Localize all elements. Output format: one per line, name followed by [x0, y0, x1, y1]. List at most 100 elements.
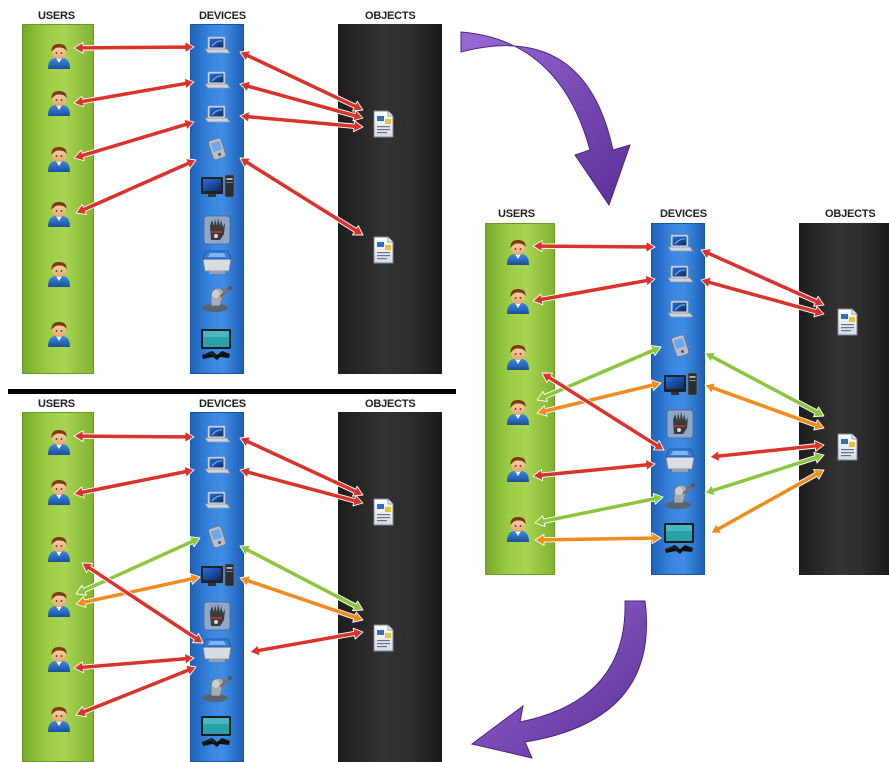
arrow: [75, 536, 201, 596]
user-icon: [48, 44, 70, 69]
users-header: USERS: [498, 208, 535, 220]
arrow: [239, 157, 364, 236]
arrow: [75, 664, 197, 718]
laptop-icon: [204, 105, 231, 123]
users-column: [22, 24, 94, 374]
arrow: [239, 80, 364, 122]
objects-header: OBJECTS: [365, 398, 416, 410]
document-icon: [373, 624, 394, 652]
document-icon: [837, 308, 858, 336]
user-icon: [48, 430, 70, 455]
objects-header: OBJECTS: [825, 208, 876, 220]
devices-header: DEVICES: [199, 398, 246, 410]
user-icon: [48, 592, 70, 617]
document-icon: [373, 110, 394, 138]
arrow: [534, 492, 664, 528]
user-icon: [48, 91, 70, 116]
users-header: USERS: [38, 398, 75, 410]
user-icon: [507, 457, 529, 482]
arrow: [704, 382, 825, 431]
arrow: [532, 240, 656, 253]
haptic-device-icon: [200, 284, 234, 314]
laptop-icon: [204, 425, 231, 443]
pda-icon: [207, 136, 227, 161]
arrow: [75, 573, 201, 608]
user-icon: [507, 400, 529, 425]
laptop-icon: [204, 36, 231, 54]
arrow: [536, 379, 662, 417]
arrow: [239, 466, 364, 507]
desktop-pc-icon: [200, 174, 235, 198]
arrow: [73, 77, 195, 108]
user-icon: [48, 322, 70, 347]
data-glove-icon: [203, 601, 231, 631]
desktop-pc-icon: [663, 372, 698, 396]
pda-icon: [670, 333, 690, 358]
document-icon: [837, 433, 858, 461]
user-icon: [48, 262, 70, 287]
arrow: [536, 345, 662, 402]
arrow: [239, 436, 364, 497]
objects-column: [799, 223, 889, 575]
document-icon: [373, 498, 394, 526]
data-glove-icon: [666, 409, 694, 439]
devices-header: DEVICES: [199, 10, 246, 22]
divider: [8, 389, 456, 394]
user-icon: [507, 289, 529, 314]
3d-display-icon: [663, 522, 695, 555]
arrow: [534, 532, 662, 546]
3d-display-icon: [200, 328, 232, 361]
arrow: [75, 158, 197, 215]
haptic-device-icon: [200, 674, 234, 704]
flow-arrow-down-left: [470, 600, 647, 759]
laptop-icon: [204, 456, 231, 474]
user-icon: [507, 517, 529, 542]
arrow: [73, 652, 195, 674]
user-icon: [48, 480, 70, 505]
objects-column: [338, 24, 442, 374]
pda-icon: [207, 524, 227, 549]
haptic-device-icon: [663, 481, 697, 511]
user-icon: [48, 707, 70, 732]
user-icon: [507, 240, 529, 265]
arrow: [239, 50, 364, 112]
arrow: [710, 469, 825, 534]
objects-column: [338, 412, 442, 762]
data-glove-icon: [203, 215, 231, 245]
arrow: [73, 118, 195, 162]
user-icon: [48, 647, 70, 672]
arrow: [704, 452, 825, 496]
flow-arrow-down-right: [460, 31, 631, 207]
arrow: [239, 110, 364, 133]
user-icon: [48, 537, 70, 562]
arrow: [73, 465, 195, 499]
laptop-icon: [667, 300, 694, 318]
user-icon: [48, 147, 70, 172]
user-icon: [48, 202, 70, 227]
arrow: [541, 372, 665, 451]
arrow: [239, 544, 364, 612]
arrow: [532, 274, 656, 306]
3d-display-icon: [200, 715, 232, 748]
arrow: [709, 440, 825, 462]
arrow: [700, 248, 825, 307]
tabletop-display-icon: [202, 250, 232, 275]
arrow: [249, 627, 364, 657]
objects-header: OBJECTS: [365, 10, 416, 22]
arrow: [532, 458, 656, 482]
tabletop-display-icon: [665, 448, 695, 473]
desktop-pc-icon: [200, 563, 235, 587]
tabletop-display-icon: [202, 638, 232, 663]
arrow: [73, 430, 195, 443]
document-icon: [373, 236, 394, 264]
laptop-icon: [204, 71, 231, 89]
users-header: USERS: [38, 10, 75, 22]
arrow: [700, 276, 825, 318]
laptop-icon: [667, 234, 694, 252]
arrow: [239, 575, 364, 623]
arrow: [81, 562, 204, 644]
devices-header: DEVICES: [660, 208, 707, 220]
arrow: [704, 351, 825, 418]
user-icon: [507, 345, 529, 370]
